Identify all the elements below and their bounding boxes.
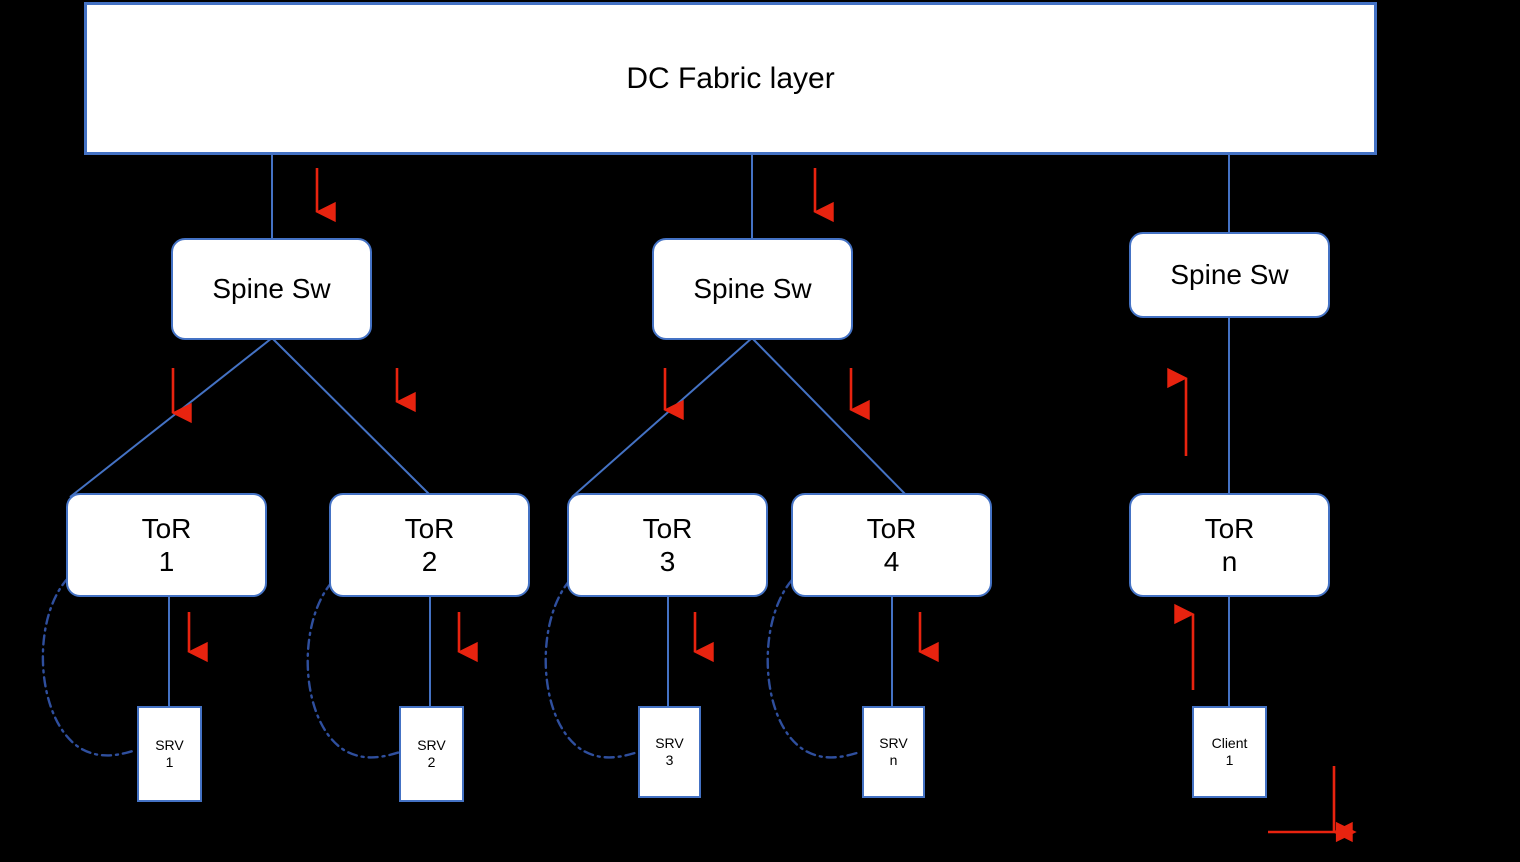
tor-switch-4-label-line2: 4 [883, 546, 900, 577]
dc-fabric-layer-box[interactable]: DC Fabric layer [84, 2, 1377, 155]
curve-tor4-srvn [766, 578, 862, 759]
server-2[interactable]: SRV 2 [399, 706, 464, 802]
server-2-label-line1: SRV [417, 737, 446, 754]
tor-switch-1-label-line1: ToR [141, 512, 192, 544]
tor-switch-3-label-line2: 3 [659, 546, 676, 577]
server-2-label-line2: 2 [427, 754, 436, 770]
curve-tor2-srv2 [306, 580, 402, 759]
link-spine2-tor3 [571, 337, 753, 498]
tor-switch-2[interactable]: ToR 2 [329, 493, 530, 597]
tor-switch-1[interactable]: ToR 1 [66, 493, 267, 597]
spine-switch-n[interactable]: Spine Sw [1129, 232, 1330, 318]
spine-switch-1-label: Spine Sw [212, 273, 331, 305]
tor-switch-n-label-line2: n [1221, 546, 1238, 577]
client-1[interactable]: Client 1 [1192, 706, 1267, 798]
server-1-label-line1: SRV [155, 737, 184, 754]
tor-switch-3-label-line1: ToR [642, 512, 693, 544]
server-1[interactable]: SRV 1 [137, 706, 202, 802]
link-spine1-tor2 [271, 337, 433, 498]
tor-switch-4[interactable]: ToR 4 [791, 493, 992, 597]
link-spine2-tor4 [751, 337, 909, 498]
spine-switch-2-label: Spine Sw [693, 273, 812, 305]
client-1-label-line2: 1 [1225, 752, 1234, 768]
curve-tor3-srv3 [544, 578, 640, 759]
tor-switch-3[interactable]: ToR 3 [567, 493, 768, 597]
client-1-label-line1: Client [1211, 735, 1248, 752]
server-1-label-line2: 1 [165, 754, 174, 770]
tor-switch-2-label-line1: ToR [404, 512, 455, 544]
tor-switch-2-label-line2: 2 [421, 546, 438, 577]
tor-switch-n-label-line1: ToR [1204, 512, 1255, 544]
server-3-label-line2: 3 [665, 752, 674, 768]
tor-switch-n[interactable]: ToR n [1129, 493, 1330, 597]
server-3-label-line1: SRV [655, 735, 684, 752]
server-n-label-line2: n [889, 752, 898, 768]
server-3[interactable]: SRV 3 [638, 706, 701, 798]
dc-fabric-layer-label: DC Fabric layer [626, 61, 835, 95]
spine-switch-2[interactable]: Spine Sw [652, 238, 853, 340]
curve-tor1-srv1 [41, 576, 138, 757]
legend-arrow-layer [1268, 821, 1357, 843]
spine-switch-1[interactable]: Spine Sw [171, 238, 372, 340]
server-n[interactable]: SRV n [862, 706, 925, 798]
tor-switch-4-label-line1: ToR [866, 512, 917, 544]
server-n-label-line1: SRV [879, 735, 908, 752]
spine-switch-n-label: Spine Sw [1170, 259, 1289, 291]
tor-switch-1-label-line2: 1 [158, 546, 175, 577]
link-spine1-tor1 [69, 337, 273, 498]
